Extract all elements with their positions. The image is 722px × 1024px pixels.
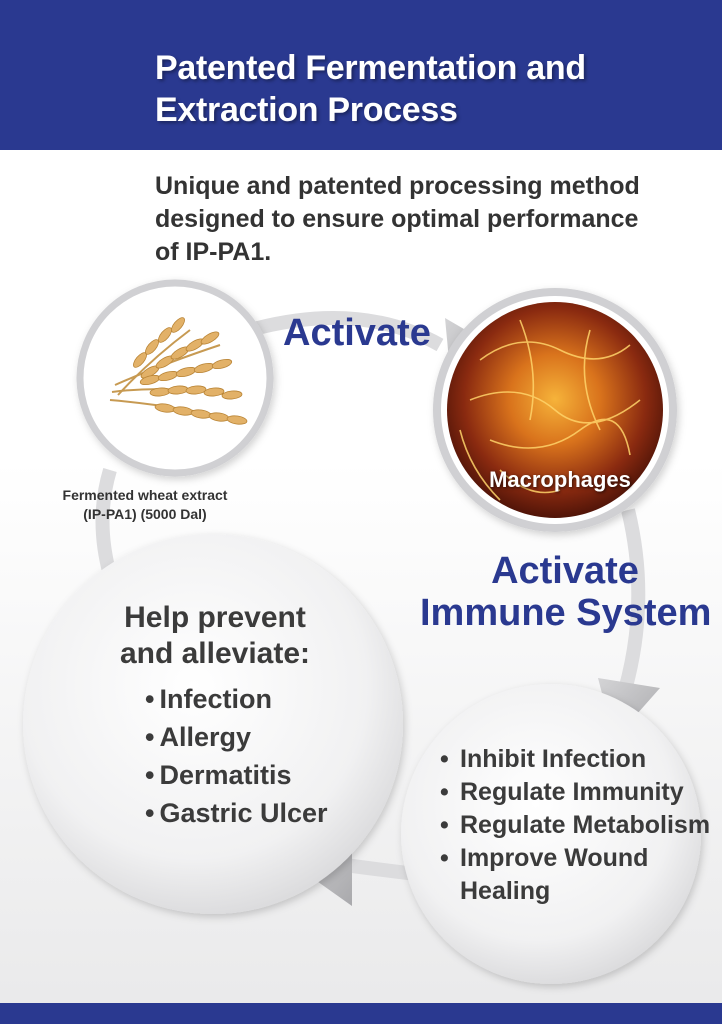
- track-left: [95, 467, 117, 577]
- list-item: Regulate Immunity: [440, 776, 710, 809]
- wheat-icon: [109, 317, 248, 425]
- prevent-title: Help prevent and alleviate:: [119, 601, 311, 670]
- page-subtitle: Unique and patented processing method de…: [155, 172, 640, 266]
- activate-immune-label: Activate Immune System: [420, 550, 712, 634]
- page-title: Patented Fermentation and Extraction Pro…: [155, 49, 586, 129]
- track-top: [248, 311, 444, 352]
- activate-label: Activate: [283, 312, 431, 354]
- prevent-list: Infection Allergy Dermatitis Gastric Ulc…: [145, 680, 328, 832]
- macrophage-label: Macrophages: [489, 467, 631, 492]
- list-item: Dermatitis: [145, 756, 328, 794]
- benefit-list: Inhibit Infection Regulate Immunity Regu…: [440, 743, 710, 908]
- wheat-circle: [76, 279, 274, 477]
- track-right: [618, 508, 646, 692]
- header-banner: Patented Fermentation and Extraction Pro…: [0, 0, 722, 150]
- list-item: Gastric Ulcer: [145, 794, 327, 832]
- wheat-caption: Fermented wheat extract (IP-PA1) (5000 D…: [62, 487, 228, 522]
- footer-bar: [0, 1003, 722, 1024]
- macrophage-filaments: [459, 319, 641, 501]
- list-item: Regulate Metabolism: [440, 809, 710, 842]
- list-item: Improve Wound Healing: [440, 842, 710, 908]
- list-item: Inhibit Infection: [440, 743, 710, 776]
- list-item: Infection: [145, 680, 328, 718]
- macrophage-circle: [433, 288, 677, 532]
- list-item: Allergy: [145, 718, 328, 756]
